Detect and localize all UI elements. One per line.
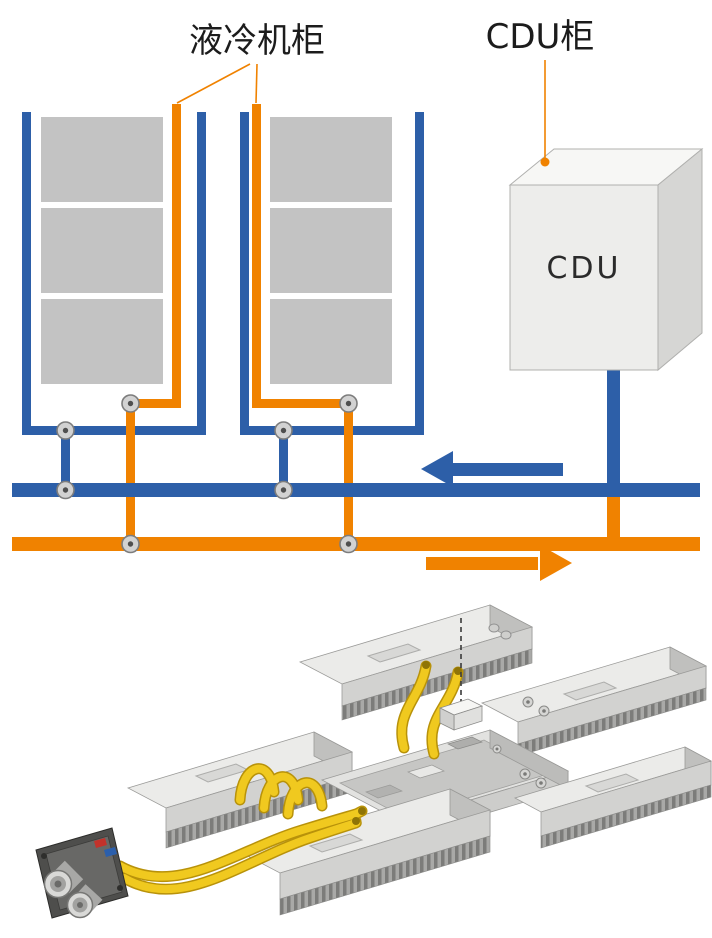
cabinet2-blue-left-pipe bbox=[240, 112, 249, 435]
module-d-component-1 bbox=[407, 764, 445, 779]
valve-cab1-supply-main bbox=[56, 480, 75, 500]
cabinet2-server-block-2 bbox=[270, 208, 392, 293]
cabinet-leader-line-1 bbox=[176, 63, 251, 104]
valve-cab2-supply-main bbox=[274, 480, 293, 500]
cdu-box: CDU bbox=[508, 147, 704, 372]
cabinet2-orange-elbow-pipe bbox=[252, 399, 353, 408]
coupling-valves bbox=[56, 394, 358, 554]
blue-flow-left-arrow bbox=[421, 451, 563, 487]
cabinet1-orange-riser-pipe bbox=[172, 104, 181, 408]
module-f-vent bbox=[308, 833, 364, 853]
cabinet2-blue-drop-pipe bbox=[279, 430, 288, 490]
insertion-guide bbox=[438, 618, 484, 731]
tube-riser-1 bbox=[397, 662, 430, 752]
valve-cab1-blue bbox=[56, 421, 75, 440]
module-d-receptacle bbox=[447, 736, 483, 750]
module-left bbox=[126, 731, 354, 849]
valve-cab1-orange bbox=[121, 394, 140, 413]
tube-fitting-4 bbox=[454, 667, 462, 675]
module-a-vent bbox=[366, 643, 422, 663]
module-f-fins bbox=[279, 835, 491, 916]
connector-screw-1 bbox=[41, 853, 47, 859]
cabinet1-server-block-1 bbox=[41, 117, 163, 202]
connector-red-tag bbox=[94, 838, 107, 848]
cabinet-1 bbox=[22, 104, 206, 544]
cabinet2-orange-riser-pipe bbox=[252, 104, 261, 408]
valve-cab2-orange bbox=[339, 394, 358, 413]
orange-flow-right-arrow bbox=[426, 545, 572, 581]
valve-cab2-blue bbox=[274, 421, 293, 440]
blue-supply-main-pipe bbox=[12, 483, 700, 497]
cabinet-2 bbox=[240, 104, 424, 544]
coupler-port-1-core bbox=[54, 880, 62, 888]
tube-fitting-3 bbox=[422, 661, 430, 669]
tube-bundle-1 bbox=[116, 807, 366, 881]
module-right bbox=[513, 746, 712, 849]
quick-connector-assembly bbox=[35, 827, 129, 919]
valve-cab2-return-main bbox=[339, 534, 358, 554]
module-top-center bbox=[298, 604, 534, 721]
module-a-fins bbox=[341, 648, 533, 721]
cabinet1-server-block-3 bbox=[41, 299, 163, 384]
cabinet-leader-line-2 bbox=[255, 63, 258, 104]
blind-mate-connector-block bbox=[438, 698, 484, 731]
annotations: 液冷机柜 CDU柜 bbox=[176, 17, 595, 167]
module-b-springs bbox=[522, 696, 550, 717]
tube-fitting-2 bbox=[352, 817, 360, 825]
coupler-port-2-core bbox=[77, 902, 83, 908]
module-center-tray bbox=[320, 729, 570, 840]
cabinet2-orange-drop-pipe bbox=[344, 399, 353, 544]
cdu-risers bbox=[607, 368, 620, 543]
module-a-fitting-1 bbox=[488, 623, 500, 633]
cdu-orange-riser-pipe bbox=[607, 495, 620, 543]
cdu-blue-riser-pipe bbox=[607, 368, 620, 490]
cdu-cabinet-label: CDU柜 bbox=[486, 17, 595, 57]
module-a-fitting-2 bbox=[500, 630, 512, 640]
cabinet-label: 液冷机柜 bbox=[189, 21, 325, 61]
cabinet2-blue-bottom-pipe bbox=[240, 426, 424, 435]
tube-hump-3 bbox=[284, 778, 326, 818]
connector-screw-2 bbox=[117, 885, 123, 891]
connector-blue-tag bbox=[104, 847, 117, 857]
cabinet1-blue-bottom-pipe bbox=[22, 426, 206, 435]
cabinet1-blue-drop-pipe bbox=[61, 430, 70, 490]
coolant-tubes bbox=[114, 660, 464, 895]
module-b-vent bbox=[562, 681, 618, 701]
cabinet1-orange-drop-pipe bbox=[126, 399, 135, 544]
module-e-springs bbox=[519, 768, 547, 789]
module-e-fins bbox=[540, 784, 712, 849]
cdu-box-front-face bbox=[509, 184, 659, 371]
cdu-leader-dot bbox=[540, 157, 550, 167]
main-pipes bbox=[12, 483, 700, 551]
cabinet2-blue-right-pipe bbox=[415, 112, 424, 435]
cabinet1-orange-elbow-pipe bbox=[126, 399, 181, 408]
module-top-right bbox=[480, 646, 708, 757]
schematic-top: CDU 液冷机柜 CDU柜 bbox=[12, 17, 704, 581]
module-d-component-2 bbox=[365, 784, 403, 799]
cdu-box-label: CDU bbox=[546, 251, 621, 286]
cabinet2-server-block-1 bbox=[270, 117, 392, 202]
module-e-vent bbox=[584, 773, 640, 793]
module-bottom-center bbox=[238, 788, 492, 916]
cdu-box-side-face bbox=[657, 147, 703, 372]
flow-arrows bbox=[421, 451, 572, 581]
module-d-spring-center bbox=[495, 747, 499, 751]
cabinet1-blue-right-pipe bbox=[197, 112, 206, 435]
cabinet1-blue-left-pipe bbox=[22, 112, 31, 435]
tube-fitting-1 bbox=[358, 807, 366, 815]
valve-cab1-return-main bbox=[121, 534, 140, 554]
cabinet2-server-block-3 bbox=[270, 299, 392, 384]
cabinet1-server-block-2 bbox=[41, 208, 163, 293]
cold-plate-illustration bbox=[35, 604, 712, 919]
connector-block-left bbox=[439, 707, 455, 731]
